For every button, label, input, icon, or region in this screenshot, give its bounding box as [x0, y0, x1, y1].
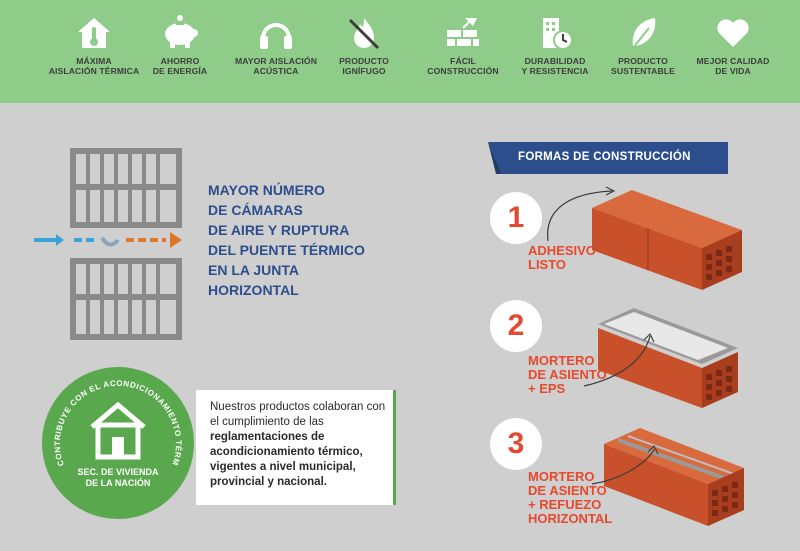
feature-label-line2: CONSTRUCCIÓN	[427, 66, 499, 76]
info-box: Nuestros productos colaboran con el cump…	[196, 390, 396, 505]
seal-line2: DE LA NACIÓN	[86, 477, 151, 488]
step-1-circle: 1	[490, 192, 542, 244]
thermometer-house-icon	[78, 18, 110, 48]
brick-step-3	[604, 428, 744, 526]
step-label-line: + REFUEZO	[528, 497, 602, 512]
feature-label-line1: FÁCIL	[450, 56, 476, 66]
seal-badge: CONTRIBUYE CON EL ACONDICIONAMIENTO TÉRM…	[40, 365, 194, 519]
no-fire-icon	[348, 18, 380, 50]
step-3-label: MORTERO DE ASIENTO + REFUEZO HORIZONTAL	[528, 470, 612, 526]
arrow-step-1	[547, 186, 616, 242]
headline-line: HORIZONTAL	[208, 282, 299, 298]
headline-line: DE CÁMARAS	[208, 202, 303, 218]
arrow-step-3	[591, 444, 659, 485]
feature-label-line1: MÁXIMA	[76, 56, 112, 66]
feature-label-line2: DE VIDA	[715, 66, 751, 76]
feature-label-line2: IGNÍFUGO	[342, 66, 386, 76]
brick-step-1	[592, 190, 742, 290]
headline-line: EN LA JUNTA	[208, 262, 299, 278]
forms-banner	[488, 142, 728, 174]
headphones-icon	[260, 23, 292, 49]
building-clock-icon	[543, 18, 573, 50]
brick-step-2	[598, 308, 738, 408]
step-number: 2	[507, 309, 525, 342]
step-3-circle: 3	[490, 418, 542, 470]
house-icon	[90, 401, 146, 460]
feature-label-line1: DURABILIDAD	[524, 56, 586, 66]
feature-label-line2: DE ENERGÍA	[152, 66, 208, 76]
step-2-label: MORTERO DE ASIENTO + EPS	[528, 354, 607, 396]
heart-icon	[717, 19, 749, 47]
step-1-label: ADHESIVO LISTO	[528, 244, 596, 272]
leaf-icon	[632, 18, 656, 49]
feature-label-line1: PRODUCTO	[618, 56, 668, 66]
feature-label-line1: MEJOR CALIDAD	[696, 56, 770, 66]
feature-label-line1: AHORRO	[160, 56, 200, 66]
arrow-step-2	[583, 332, 655, 387]
info-text: Nuestros productos colaboran con el cump…	[210, 400, 390, 490]
feature-label-line2: AISLACIÓN TÉRMICA	[48, 66, 140, 76]
feature-label-line2: ACÚSTICA	[253, 66, 299, 76]
step-number: 3	[507, 427, 525, 460]
headline-line: MAYOR NÚMERO	[208, 182, 325, 198]
brick-trowel-icon	[447, 18, 479, 46]
info-intro: Nuestros productos colaboran con el cump…	[210, 401, 386, 428]
step-number: 1	[507, 201, 525, 234]
headline-line: DEL PUENTE TÉRMICO	[208, 242, 365, 258]
step-label-line: + EPS	[528, 381, 566, 396]
headline-line: DE AIRE Y RUPTURA	[208, 222, 350, 238]
feature-label-line2: SUSTENTABLE	[611, 66, 675, 76]
feature-label-line2: Y RESISTENCIA	[521, 66, 589, 76]
step-label-line: HORIZONTAL	[528, 511, 613, 526]
step-label-line: MORTERO	[528, 353, 595, 368]
info-bold: reglamentaciones de acondicionamiento té…	[210, 431, 363, 488]
feature-label-line1: MAYOR AISLACIÓN	[234, 56, 318, 66]
step-label-line: LISTO	[528, 257, 567, 272]
step-label-line: DE ASIENTO	[528, 483, 607, 498]
step-label-line: MORTERO	[528, 469, 595, 484]
feature-label-line1: PRODUCTO	[339, 56, 389, 66]
headline: MAYOR NÚMERO DE CÁMARAS DE AIRE Y RUPTUR…	[208, 180, 418, 300]
step-label-line: ADHESIVO	[528, 243, 596, 258]
seal-line1: SEC. DE VIVIENDA	[77, 467, 159, 477]
forms-title: FORMAS DE CONSTRUCCIÓN	[518, 151, 691, 163]
piggy-bank-icon	[165, 15, 198, 48]
brick-chambers-diagram	[34, 148, 182, 340]
step-2-circle: 2	[490, 300, 542, 352]
step-label-line: DE ASIENTO	[528, 367, 607, 382]
